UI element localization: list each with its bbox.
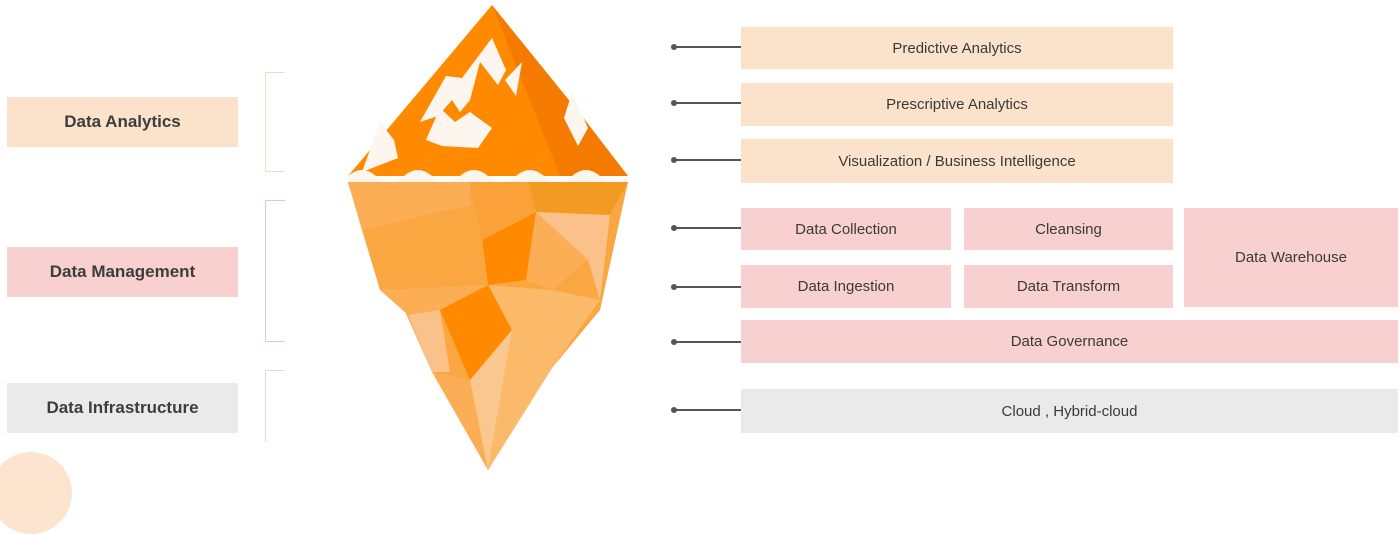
box-data-collection: Data Collection bbox=[741, 208, 951, 250]
snow-patch bbox=[564, 92, 588, 146]
snow-patch bbox=[426, 108, 492, 148]
bracket-analytics bbox=[265, 72, 285, 172]
layer-label-infrastructure: Data Infrastructure bbox=[7, 383, 238, 433]
snow-patch bbox=[420, 38, 506, 122]
box-data-transform: Data Transform bbox=[964, 265, 1173, 308]
box-data-warehouse: Data Warehouse bbox=[1184, 208, 1398, 307]
snow-patch bbox=[505, 62, 522, 96]
snow-patch bbox=[362, 122, 398, 172]
box-cloud-hybrid: Cloud , Hybrid-cloud bbox=[741, 389, 1398, 433]
box-cleansing: Cleansing bbox=[964, 208, 1173, 250]
bracket-infrastructure bbox=[265, 370, 285, 442]
decorative-circle bbox=[0, 452, 72, 534]
layer-label-analytics: Data Analytics bbox=[7, 97, 238, 147]
iceberg-illustration bbox=[348, 5, 628, 470]
layer-label-management: Data Management bbox=[7, 247, 238, 297]
box-predictive-analytics: Predictive Analytics bbox=[741, 27, 1173, 69]
box-prescriptive-analytics: Prescriptive Analytics bbox=[741, 83, 1173, 126]
bracket-management bbox=[265, 200, 285, 342]
box-visualization-bi: Visualization / Business Intelligence bbox=[741, 139, 1173, 183]
box-data-ingestion: Data Ingestion bbox=[741, 265, 951, 308]
box-data-governance: Data Governance bbox=[741, 320, 1398, 363]
